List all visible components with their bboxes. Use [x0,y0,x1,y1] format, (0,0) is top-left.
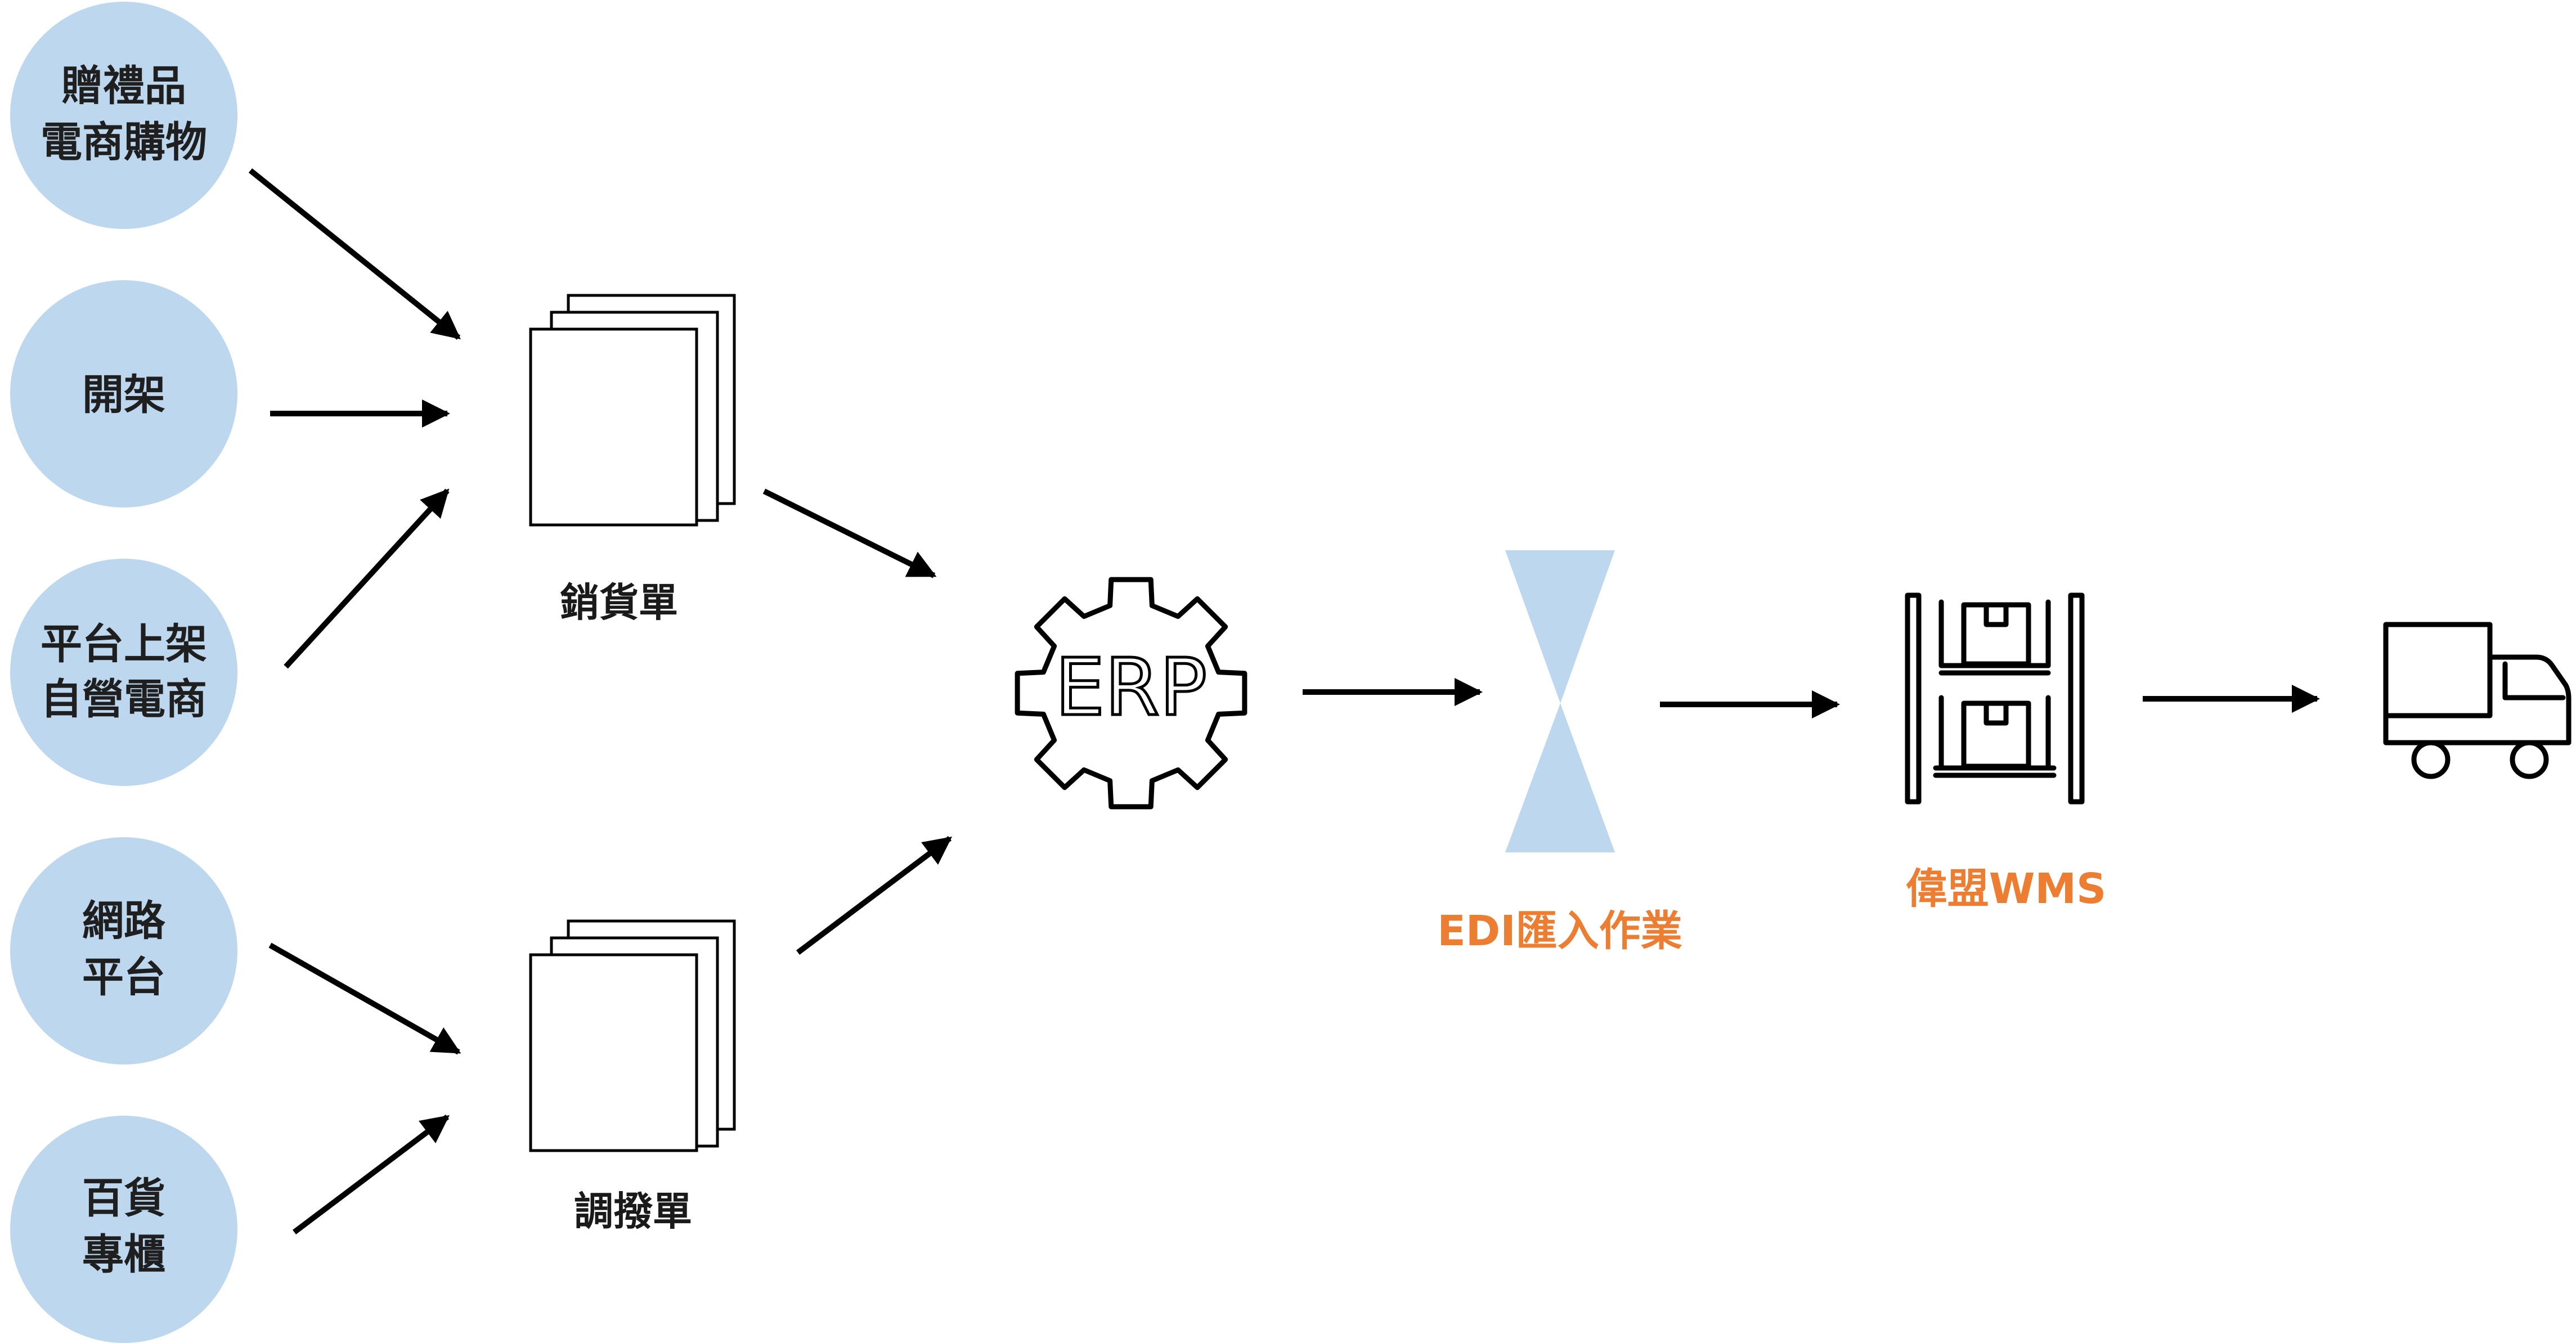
document-stack-icon [529,294,736,527]
source-node-online-platform: 網路 平台 [10,837,237,1064]
edi-label: EDI匯入作業 [1437,907,1682,955]
erp-node: ERP [1015,577,1247,810]
arrow [292,1115,450,1234]
source-label-line2: 自營電商 [41,675,207,724]
source-label-line2: 平台 [82,953,165,1001]
source-label-line2: 專櫃 [82,1230,165,1279]
source-circle [10,280,237,507]
transfer-order-document-stack: 調撥單 [529,919,736,1234]
erp-label: ERP [1055,642,1207,734]
delivery-node [2383,622,2571,779]
source-node-open-shelf: 開架 [10,280,237,507]
sales-order-document-stack: 銷貨單 [529,294,736,626]
arrow [284,488,450,669]
gear-icon [1015,577,1247,810]
source-node-department-store: 百貨 專櫃 [10,1116,237,1343]
arrow [762,488,937,578]
source-label-line1: 贈禮品 [61,62,186,110]
wms-node: 偉盟WMS [1905,592,2107,913]
document-arrows [762,488,952,955]
source-circle [10,1116,237,1343]
source-label-line1: 網路 [82,897,166,945]
arrow [248,168,461,340]
source-label-line1: 平台上架 [41,620,207,668]
source-circle [10,2,237,229]
hourglass-icon [1505,550,1615,852]
source-circle [10,559,237,786]
edi-node: EDI匯入作業 [1437,550,1682,955]
source-circle [10,837,237,1064]
sales-order-label: 銷貨單 [560,580,678,626]
source-node-gift-ecommerce: 贈禮品 電商購物 [10,2,237,229]
source-label-line1: 開架 [82,371,165,419]
arrow [796,836,952,955]
wms-label: 偉盟WMS [1906,865,2107,913]
source-node-platform-self-ecommerce: 平台上架 自營電商 [10,559,237,786]
truck-icon [2383,622,2571,779]
arrow [268,942,461,1055]
warehouse-shelf-icon [1905,592,2085,805]
source-label-line2: 電商購物 [41,118,207,167]
transfer-order-label: 調撥單 [574,1188,692,1234]
source-label-line1: 百貨 [82,1174,165,1223]
document-stack-icon [529,919,736,1152]
source-arrows [248,168,461,1234]
